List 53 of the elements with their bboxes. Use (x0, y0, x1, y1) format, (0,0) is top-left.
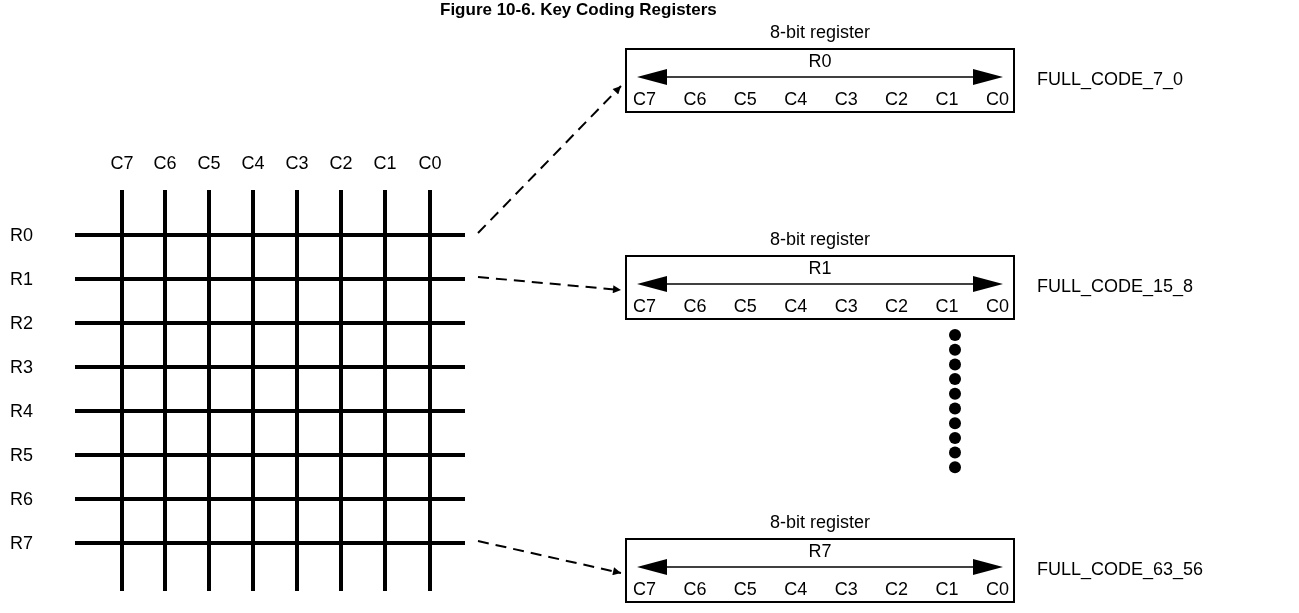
bit-label: C0 (985, 578, 1009, 601)
register-name-label: FULL_CODE_15_8 (1037, 275, 1194, 299)
row-label: R6 (10, 488, 33, 511)
column-label: C6 (152, 152, 178, 175)
bit-label: C0 (985, 295, 1009, 318)
register-name: R7 (807, 540, 833, 562)
bit-label: C1 (935, 578, 959, 601)
figure-title: Figure 10-6. Key Coding Registers (440, 0, 717, 20)
register-heading: 8-bit register (768, 511, 871, 534)
register-heading: 8-bit register (768, 228, 871, 251)
bit-label: C3 (834, 295, 858, 318)
bit-label: C6 (683, 88, 707, 111)
bit-label: C1 (935, 295, 959, 318)
bit-label: C7 (633, 88, 656, 111)
register-name-label: FULL_CODE_63_56 (1037, 558, 1204, 582)
row-label: R2 (10, 312, 33, 335)
row-label: R7 (10, 532, 33, 555)
column-label: C0 (417, 152, 443, 175)
row-label: R4 (10, 400, 33, 423)
column-label: C3 (284, 152, 310, 175)
bit-label: C4 (784, 578, 808, 601)
bit-label: C1 (935, 88, 959, 111)
bit-label: C5 (733, 295, 757, 318)
bit-label: C7 (633, 295, 656, 318)
register-name-label: FULL_CODE_7_0 (1037, 68, 1184, 92)
row-label: R5 (10, 444, 33, 467)
bit-label: C5 (733, 88, 757, 111)
bit-label: C3 (834, 88, 858, 111)
column-label: C4 (240, 152, 266, 175)
bit-label: C2 (885, 295, 909, 318)
row-label: R1 (10, 268, 33, 291)
bit-label: C5 (733, 578, 757, 601)
bit-label: C0 (985, 88, 1009, 111)
column-label: C5 (196, 152, 222, 175)
column-label: C2 (328, 152, 354, 175)
column-label: C1 (372, 152, 398, 175)
register-name: R0 (807, 50, 833, 72)
dashed-arrow (477, 276, 622, 294)
column-label: C7 (109, 152, 135, 175)
dashed-arrow (477, 540, 622, 576)
bit-label: C2 (885, 88, 909, 111)
bit-label: C6 (683, 295, 707, 318)
register-heading: 8-bit register (768, 21, 871, 44)
row-label: R3 (10, 356, 33, 379)
bit-label: C2 (885, 578, 909, 601)
bit-label: C6 (683, 578, 707, 601)
bit-label: C3 (834, 578, 858, 601)
bit-label: C4 (784, 88, 808, 111)
bit-label: C4 (784, 295, 808, 318)
row-label: R0 (10, 224, 33, 247)
dashed-arrow (477, 85, 622, 234)
register-name: R1 (807, 257, 833, 279)
bit-label: C7 (633, 578, 656, 601)
